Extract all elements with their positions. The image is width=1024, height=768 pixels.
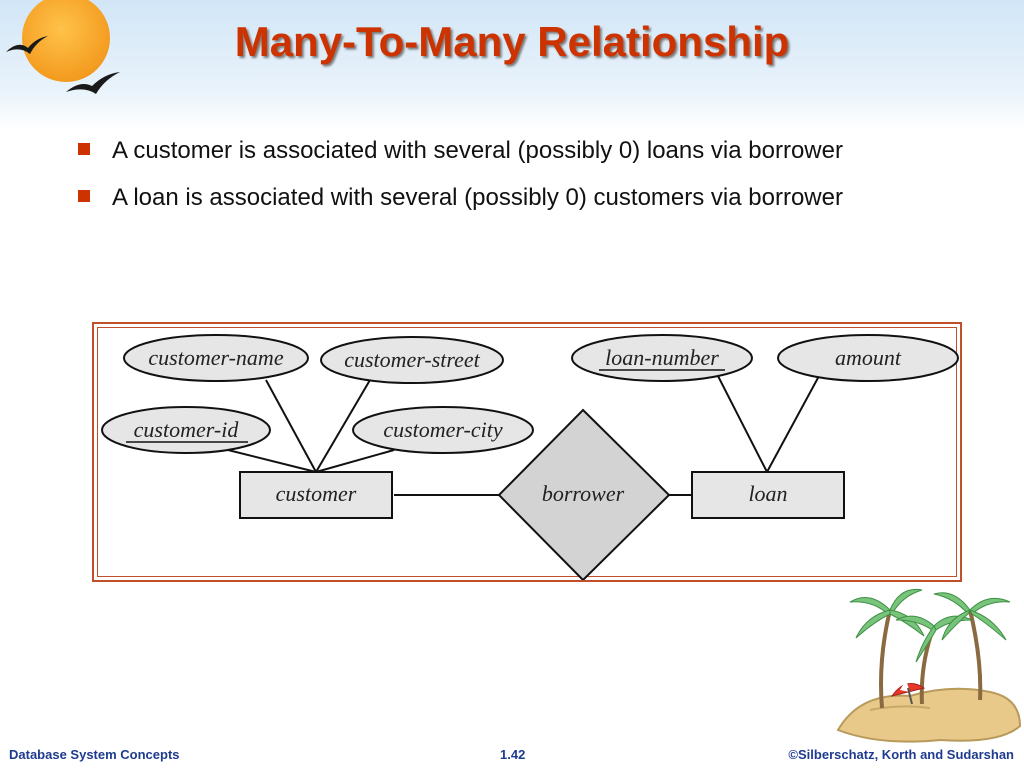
attr-amount: amount — [777, 334, 959, 382]
attr-customer-street-label: customer-street — [344, 347, 480, 372]
attr-customer-street: customer-street — [320, 336, 504, 384]
attr-loan-number-label: loan-number — [605, 345, 719, 370]
line-amount — [766, 375, 820, 473]
entity-customer-label: customer — [276, 481, 357, 506]
bullet-list: A customer is associated with several (p… — [76, 134, 896, 228]
bullet-text: A customer is associated with several (p… — [112, 137, 843, 164]
footer-copyright: ©Silberschatz, Korth and Sudarshan — [788, 747, 1014, 762]
attr-customer-name-label: customer-name — [148, 345, 283, 370]
sun-with-birds-icon — [6, 0, 120, 94]
line-customer-name — [265, 379, 317, 473]
attr-customer-name: customer-name — [123, 334, 309, 382]
line-customer-id — [227, 449, 317, 473]
attr-customer-id: customer-id — [101, 406, 271, 454]
attr-amount-label: amount — [835, 345, 902, 370]
bullet-item: A customer is associated with several (p… — [76, 134, 896, 167]
page-title: Many-To-Many Relationship — [234, 18, 790, 65]
entity-loan-label: loan — [748, 481, 787, 506]
line-customer-street — [315, 379, 371, 473]
er-diagram: customer-name customer-street customer-i… — [101, 334, 959, 580]
square-bullet-icon — [78, 143, 90, 155]
attr-customer-city-label: customer-city — [383, 417, 503, 442]
relationship-borrower-label: borrower — [542, 481, 625, 506]
bullet-text: A loan is associated with several (possi… — [112, 184, 843, 211]
palm-tree-island-icon — [836, 588, 1022, 743]
square-bullet-icon — [78, 190, 90, 202]
footer-course-title: Database System Concepts — [9, 747, 180, 762]
attr-customer-id-label: customer-id — [134, 417, 240, 442]
relationship-borrower: borrower — [497, 408, 671, 580]
slide-header: Many-To-Many Relationship — [0, 0, 1024, 130]
attr-loan-number: loan-number — [571, 334, 753, 382]
line-loan-number — [717, 375, 768, 473]
er-diagram-inner-border — [97, 327, 957, 577]
entity-loan: loan — [691, 471, 845, 519]
entity-customer: customer — [239, 471, 393, 519]
bullet-item: A loan is associated with several (possi… — [76, 181, 896, 214]
er-diagram-frame: customer-name customer-street customer-i… — [92, 322, 962, 582]
footer-slide-number: 1.42 — [500, 747, 526, 762]
line-customer-city — [315, 449, 395, 473]
attr-customer-city: customer-city — [352, 406, 534, 454]
